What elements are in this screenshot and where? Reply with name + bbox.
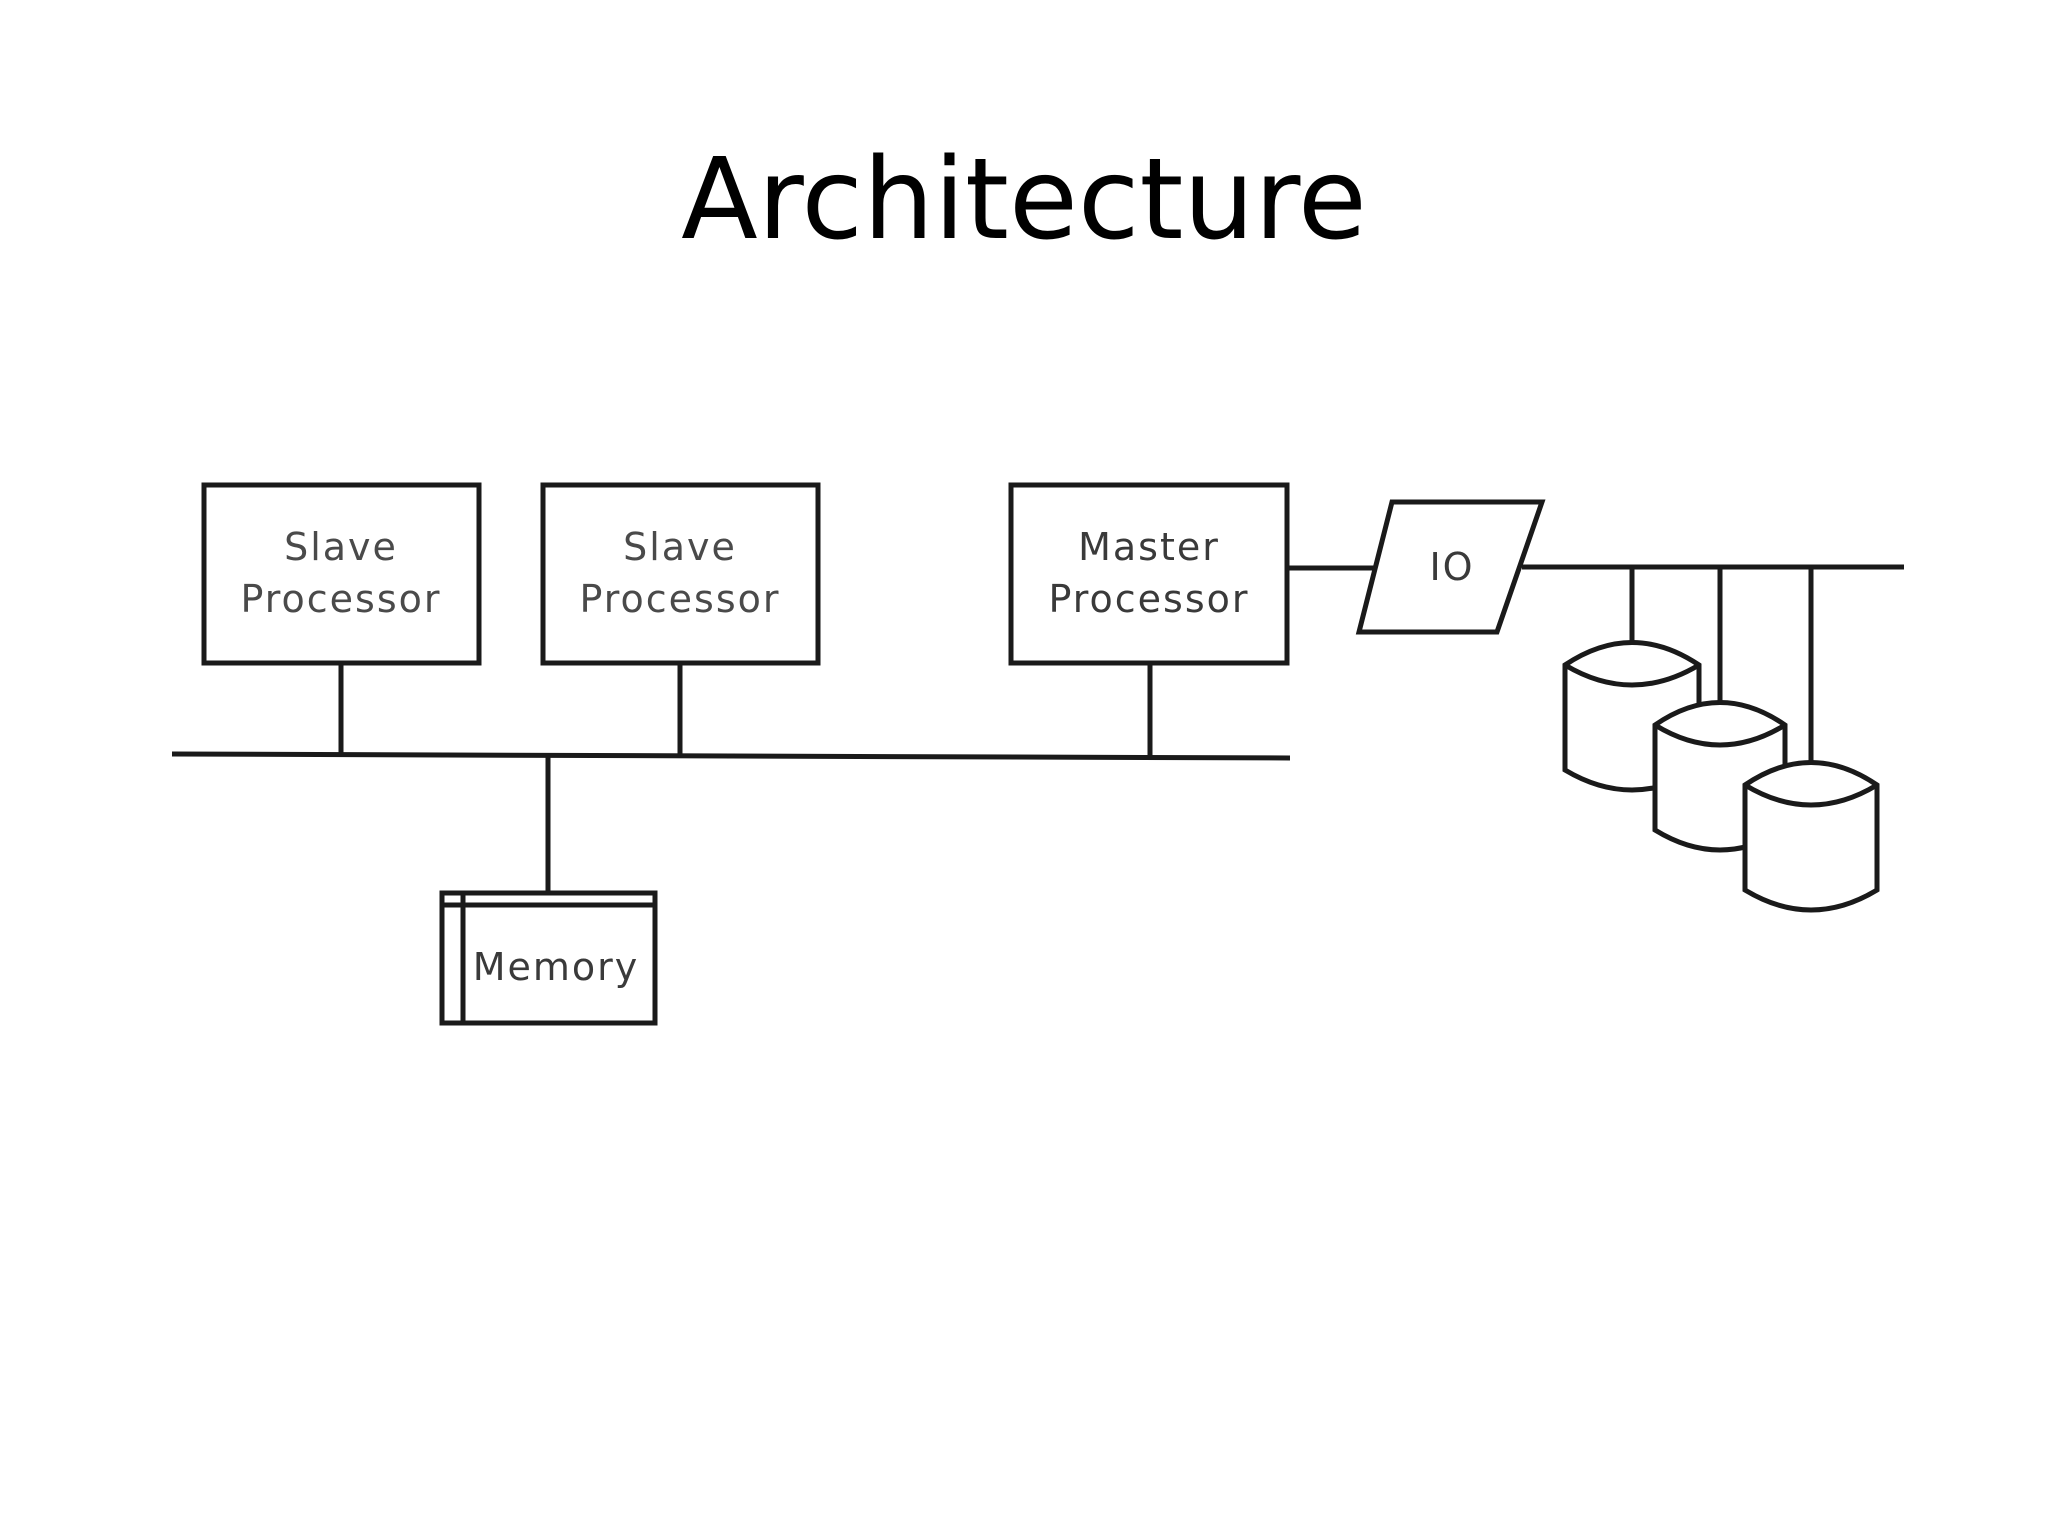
system-bus <box>171 751 1291 761</box>
slave-processor-2-label-line1: Slave <box>623 525 737 569</box>
memory-node: Memory <box>439 890 658 1026</box>
slide-title: Architecture <box>681 135 1367 265</box>
memory-label: Memory <box>473 945 640 989</box>
disk-cylinder-icon <box>1742 760 1880 913</box>
slave-processor-node-2: Slave Processor <box>540 482 821 666</box>
io-label: IO <box>1429 545 1474 589</box>
io-node: IO <box>1355 499 1546 635</box>
master-processor-label-line2: Processor <box>1048 577 1249 621</box>
master-processor-node: Master Processor <box>1008 482 1290 666</box>
slave-processor-1-label-line2: Processor <box>240 577 441 621</box>
master-processor-label-line1: Master <box>1078 525 1220 569</box>
slave-processor-2-label-line2: Processor <box>579 577 780 621</box>
slave-processor-node-1: Slave Processor <box>201 482 482 666</box>
slave-processor-1-label-line1: Slave <box>284 525 398 569</box>
